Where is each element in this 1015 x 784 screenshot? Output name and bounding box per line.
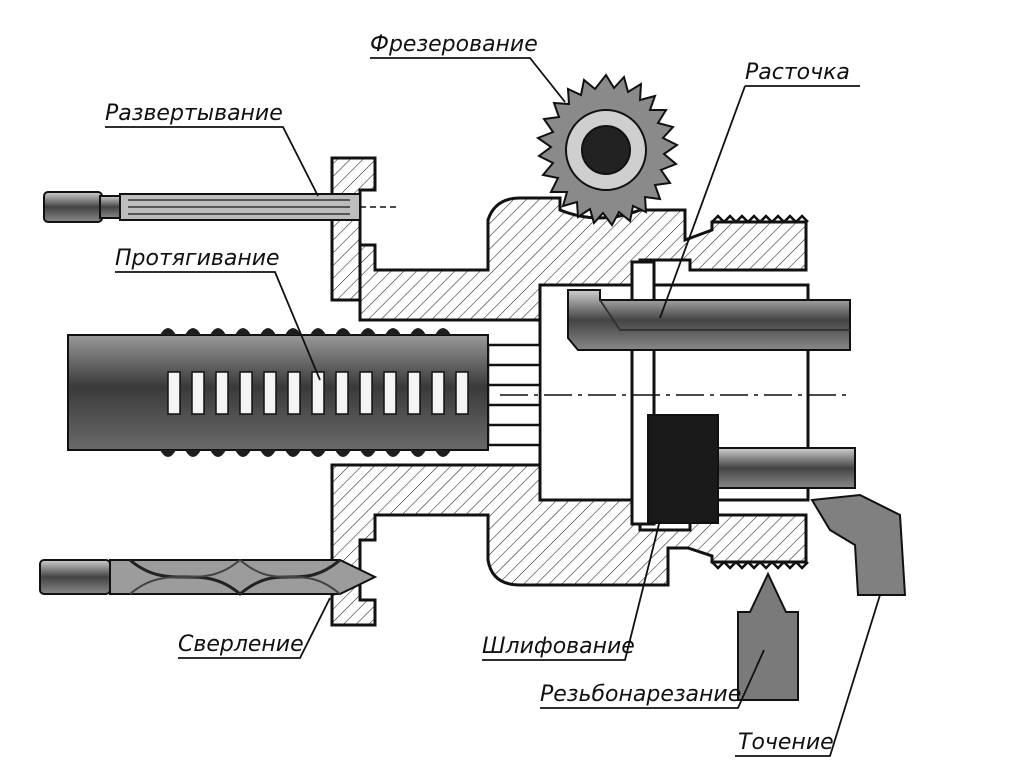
threading-tool [737, 571, 799, 701]
label-milling: Фрезерование [370, 32, 538, 57]
label-drilling: Сверление [178, 632, 304, 657]
leader-turning [735, 594, 881, 757]
label-boring: Расточка [745, 60, 850, 85]
leader-grinding [482, 519, 661, 661]
milling-cutter [535, 73, 679, 227]
reamer-tool [43, 191, 400, 223]
leader-milling [370, 57, 566, 103]
leader-boring [659, 85, 860, 319]
leader-reaming [105, 126, 319, 197]
leader-threading [540, 649, 765, 709]
label-threading: Резьбонарезание [540, 682, 742, 707]
grinding-wheel [647, 414, 856, 524]
turning-tool [810, 493, 907, 596]
label-turning: Точение [738, 730, 834, 755]
thread-lower [711, 560, 809, 570]
label-broaching: Протягивание [115, 246, 280, 271]
label-grinding: Шлифование [482, 634, 635, 659]
broach-tool [67, 328, 489, 457]
boring-bar [567, 289, 851, 351]
leader-drilling [178, 597, 331, 659]
leader-broaching [115, 271, 321, 381]
drill-tool [39, 558, 378, 596]
thread-upper [711, 214, 809, 224]
label-reaming: Развертывание [105, 101, 283, 126]
leader-lines [105, 57, 881, 757]
